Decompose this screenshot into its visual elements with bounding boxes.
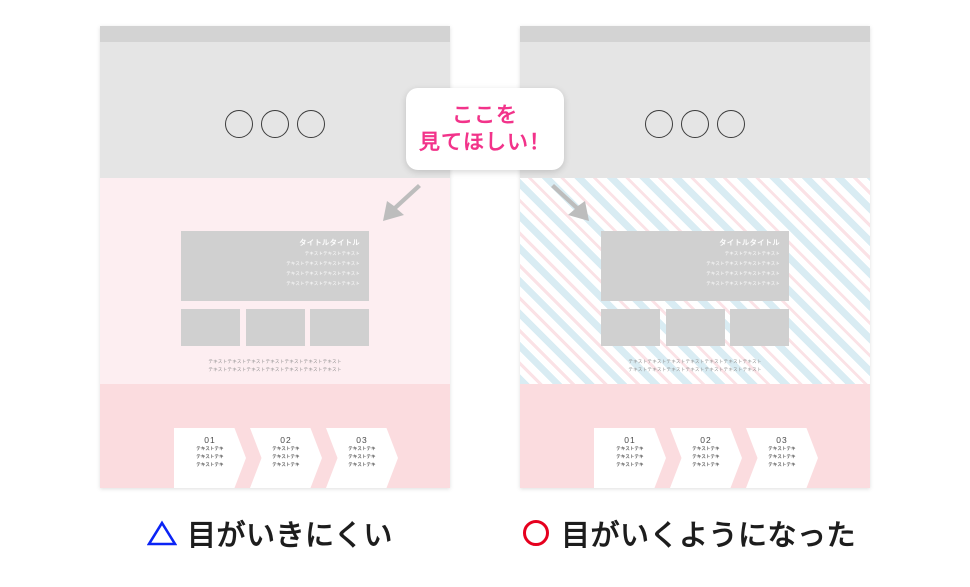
body-caption-line: テキストテキストテキストテキストテキストテキストテキスト — [628, 367, 762, 372]
step-number: 01 — [624, 435, 636, 445]
thumbnail-placeholder — [310, 309, 369, 346]
panel-topbar — [520, 26, 870, 42]
step-line: テキストテキ — [348, 446, 376, 451]
body-caption: テキストテキストテキストテキストテキストテキストテキスト テキストテキストテキス… — [520, 358, 870, 374]
verdict-after-text: 目がいくようになった — [561, 518, 857, 552]
step-item: 02 テキストテキ テキストテキ テキストテキ — [670, 428, 742, 488]
content-card-line: テキストテキストテキストテキスト — [286, 261, 360, 266]
step-number: 02 — [280, 435, 292, 445]
step-item: 01 テキストテキ テキストテキ テキストテキ — [594, 428, 666, 488]
body-caption-line: テキストテキストテキストテキストテキストテキストテキスト — [208, 359, 342, 364]
content-card: タイトルタイトル テキストテキストテキスト テキストテキストテキストテキスト テ… — [601, 231, 789, 301]
verdict-before-text: 目がいきにくい — [187, 518, 393, 552]
thumbnail-placeholder — [665, 309, 725, 346]
step-number: 03 — [776, 435, 788, 445]
callout-bubble: ここを 見てほしい！ — [406, 88, 564, 170]
steps-row: 01 テキストテキ テキストテキ テキストテキ 02 テキストテキ テキストテキ… — [174, 428, 402, 488]
content-card-title: タイトルタイトル — [299, 238, 360, 247]
hero-circle-icon — [225, 110, 253, 138]
hero-circle-icon — [261, 110, 289, 138]
step-number: 02 — [700, 435, 712, 445]
hero-circle-icon — [681, 110, 709, 138]
triangle-icon — [147, 520, 177, 547]
step-line: テキストテキ — [196, 446, 224, 451]
steps-row: 01 テキストテキ テキストテキ テキストテキ 02 テキストテキ テキストテキ… — [594, 428, 822, 488]
step-number: 01 — [204, 435, 216, 445]
step-line: テキストテキ — [348, 462, 376, 467]
steps-region: 01 テキストテキ テキストテキ テキストテキ 02 テキストテキ テキストテキ… — [100, 384, 450, 488]
step-item: 03 テキストテキ テキストテキ テキストテキ — [746, 428, 818, 488]
body-caption: テキストテキストテキストテキストテキストテキストテキスト テキストテキストテキス… — [100, 358, 450, 374]
content-card-line: テキストテキストテキストテキスト — [706, 271, 780, 276]
hero-dots-group — [520, 110, 870, 138]
before-panel: タイトルタイトル テキストテキストテキスト テキストテキストテキストテキスト テ… — [100, 26, 450, 488]
content-card-line: テキストテキストテキストテキスト — [286, 281, 360, 286]
step-item: 01 テキストテキ テキストテキ テキストテキ — [174, 428, 246, 488]
hero-circle-icon — [297, 110, 325, 138]
step-item: 02 テキストテキ テキストテキ テキストテキ — [250, 428, 322, 488]
step-line: テキストテキ — [692, 454, 720, 459]
content-card-line: テキストテキストテキストテキスト — [286, 271, 360, 276]
content-card-line: テキストテキストテキストテキスト — [706, 261, 780, 266]
step-line: テキストテキ — [768, 454, 796, 459]
verdict-after: 目がいくようになった — [521, 512, 856, 554]
panel-topbar — [100, 26, 450, 42]
content-card-line: テキストテキストテキスト — [304, 251, 360, 256]
step-line: テキストテキ — [692, 446, 720, 451]
thumbnail-row — [601, 309, 789, 346]
step-line: テキストテキ — [196, 454, 224, 459]
content-card-title: タイトルタイトル — [719, 238, 780, 247]
callout-line-1: ここを — [452, 104, 518, 127]
step-number: 03 — [356, 435, 368, 445]
body-caption-line: テキストテキストテキストテキストテキストテキストテキスト — [208, 367, 342, 372]
step-line: テキストテキ — [616, 454, 644, 459]
step-line: テキストテキ — [616, 462, 644, 467]
hero-circle-icon — [645, 110, 673, 138]
content-card: タイトルタイトル テキストテキストテキスト テキストテキストテキストテキスト テ… — [181, 231, 369, 301]
panel-hero-area — [520, 42, 870, 178]
step-line: テキストテキ — [616, 446, 644, 451]
step-line: テキストテキ — [196, 462, 224, 467]
content-card-line: テキストテキストテキスト — [724, 251, 780, 256]
step-line: テキストテキ — [272, 454, 300, 459]
verdict-before: 目がいきにくい — [147, 512, 393, 554]
thumbnail-placeholder — [181, 309, 240, 346]
content-card-line: テキストテキストテキストテキスト — [706, 281, 780, 286]
step-line: テキストテキ — [272, 462, 300, 467]
step-line: テキストテキ — [348, 454, 376, 459]
pointer-arrow-right-icon — [548, 182, 594, 224]
hero-circle-icon — [717, 110, 745, 138]
steps-region: 01 テキストテキ テキストテキ テキストテキ 02 テキストテキ テキストテキ… — [520, 384, 870, 488]
step-line: テキストテキ — [768, 446, 796, 451]
thumbnail-placeholder — [601, 309, 660, 346]
body-caption-line: テキストテキストテキストテキストテキストテキストテキスト — [628, 359, 762, 364]
circle-icon — [521, 518, 551, 548]
thumbnail-placeholder — [245, 309, 305, 346]
step-line: テキストテキ — [768, 462, 796, 467]
pointer-arrow-left-icon — [376, 182, 422, 224]
hero-dots-group — [100, 110, 450, 138]
step-line: テキストテキ — [692, 462, 720, 467]
thumbnail-row — [181, 309, 369, 346]
step-item: 03 テキストテキ テキストテキ テキストテキ — [326, 428, 398, 488]
panel-hero-area — [100, 42, 450, 178]
thumbnail-placeholder — [730, 309, 789, 346]
step-line: テキストテキ — [272, 446, 300, 451]
after-panel: タイトルタイトル テキストテキストテキスト テキストテキストテキストテキスト テ… — [520, 26, 870, 488]
callout-line-2: 見てほしい！ — [419, 131, 551, 154]
